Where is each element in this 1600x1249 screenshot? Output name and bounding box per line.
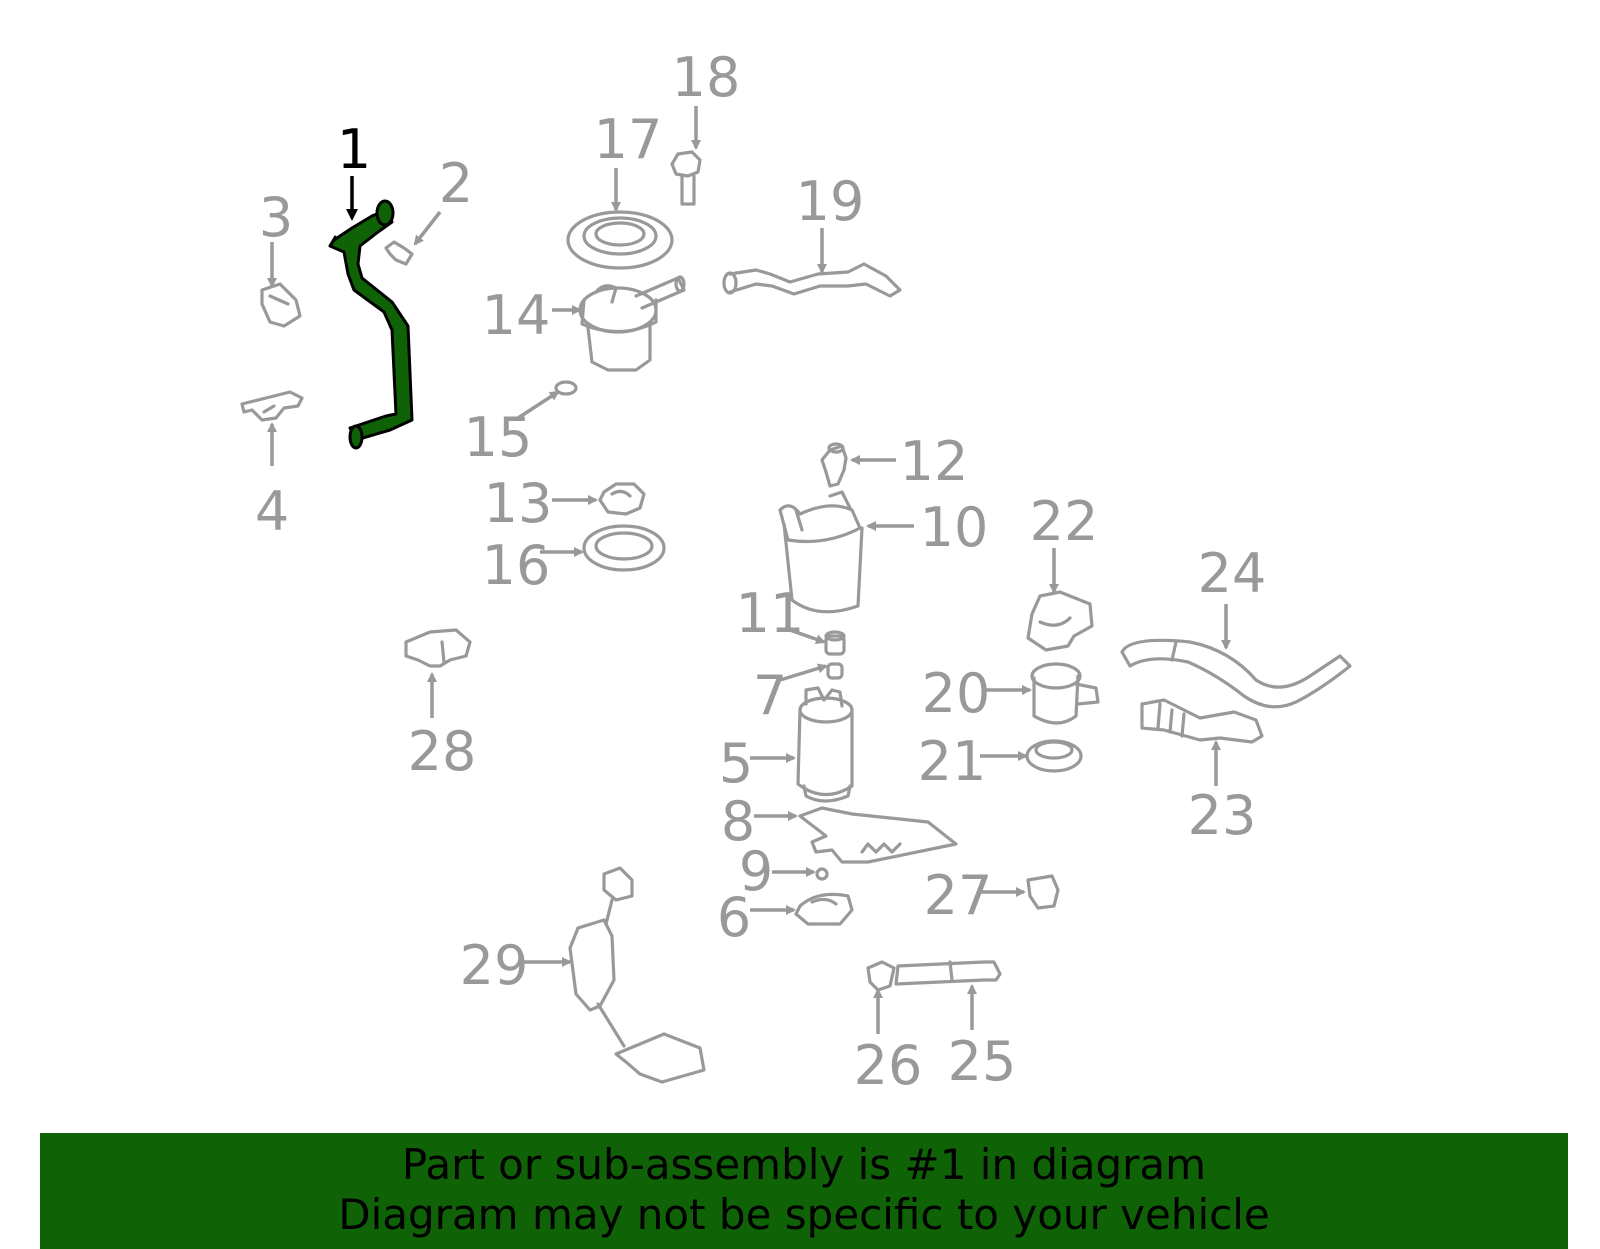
part-22-cover[interactable]: [1026, 590, 1094, 652]
arrow-15: [517, 390, 560, 420]
callout-13[interactable]: 13: [484, 472, 553, 535]
callout-3[interactable]: 3: [259, 186, 293, 249]
part-5-fuel-pump[interactable]: [796, 686, 854, 803]
info-banner: Part or sub-assembly is #1 in diagram Di…: [40, 1133, 1568, 1249]
arrow-2: [413, 210, 442, 246]
part-26-clip[interactable]: [866, 960, 896, 992]
callout-11[interactable]: 11: [736, 582, 805, 645]
callout-29[interactable]: 29: [460, 934, 529, 997]
part-25-tube[interactable]: [894, 960, 1002, 986]
parts-diagram: 1 2 3 4 5 6 7 8 9 10 11 12 13 14 15 16 1…: [240, 46, 1352, 1097]
callout-23[interactable]: 23: [1188, 784, 1257, 847]
part-21-seal[interactable]: [1025, 739, 1083, 773]
banner-line-1: Part or sub-assembly is #1 in diagram: [401, 1140, 1207, 1189]
part-14-fuel-filter[interactable]: [578, 275, 686, 372]
callout-21[interactable]: 21: [918, 730, 987, 793]
callout-4[interactable]: 4: [255, 480, 289, 543]
callout-16[interactable]: 16: [482, 534, 551, 597]
part-2-clip[interactable]: [384, 240, 414, 266]
callout-15[interactable]: 15: [464, 406, 533, 469]
part-11-fitting[interactable]: [824, 630, 846, 656]
part-19-hose[interactable]: [722, 262, 902, 298]
callout-7[interactable]: 7: [753, 664, 787, 727]
part-4-bracket[interactable]: [240, 390, 304, 422]
callout-12[interactable]: 12: [900, 430, 969, 493]
part-18-bolt[interactable]: [670, 150, 702, 206]
part-12-valve[interactable]: [820, 442, 848, 488]
callout-8[interactable]: 8: [721, 790, 755, 853]
callout-24[interactable]: 24: [1198, 542, 1267, 605]
part-23-hose[interactable]: [1140, 698, 1264, 744]
callout-18[interactable]: 18: [672, 46, 741, 109]
callout-2[interactable]: 2: [439, 152, 473, 215]
banner-line-2: Diagram may not be specific to your vehi…: [338, 1190, 1270, 1239]
part-1-fuel-hose[interactable]: [328, 199, 414, 450]
callout-10[interactable]: 10: [920, 496, 989, 559]
callout-20[interactable]: 20: [922, 662, 991, 725]
part-10-reservoir[interactable]: [778, 490, 864, 614]
callout-1[interactable]: 1: [337, 118, 371, 181]
callout-9[interactable]: 9: [739, 840, 773, 903]
part-20-filter[interactable]: [1030, 662, 1100, 725]
part-9-clip[interactable]: [815, 867, 829, 881]
part-13-cap[interactable]: [598, 482, 646, 516]
part-27-clip[interactable]: [1026, 874, 1060, 910]
callout-6[interactable]: 6: [717, 886, 751, 949]
callout-19[interactable]: 19: [796, 170, 865, 233]
part-3-bracket[interactable]: [260, 282, 302, 328]
part-15-o-ring[interactable]: [554, 380, 578, 396]
callout-28[interactable]: 28: [408, 720, 477, 783]
part-8-strainer[interactable]: [798, 806, 958, 864]
part-17-lock-ring[interactable]: [566, 210, 674, 270]
callout-14[interactable]: 14: [482, 284, 551, 347]
callout-5[interactable]: 5: [719, 732, 753, 795]
arrow-7: [779, 663, 828, 682]
callout-26[interactable]: 26: [854, 1034, 923, 1097]
arrow-11: [789, 628, 826, 645]
callout-27[interactable]: 27: [924, 864, 993, 927]
callout-25[interactable]: 25: [948, 1030, 1017, 1093]
callout-17[interactable]: 17: [594, 108, 663, 171]
part-28-bracket[interactable]: [404, 628, 472, 668]
callout-22[interactable]: 22: [1030, 490, 1099, 553]
part-6-cap[interactable]: [794, 892, 854, 926]
part-24-hose[interactable]: [1120, 638, 1352, 709]
part-16-gasket[interactable]: [582, 524, 666, 572]
part-29-level-sender[interactable]: [568, 866, 706, 1084]
part-7-seal[interactable]: [826, 662, 844, 680]
